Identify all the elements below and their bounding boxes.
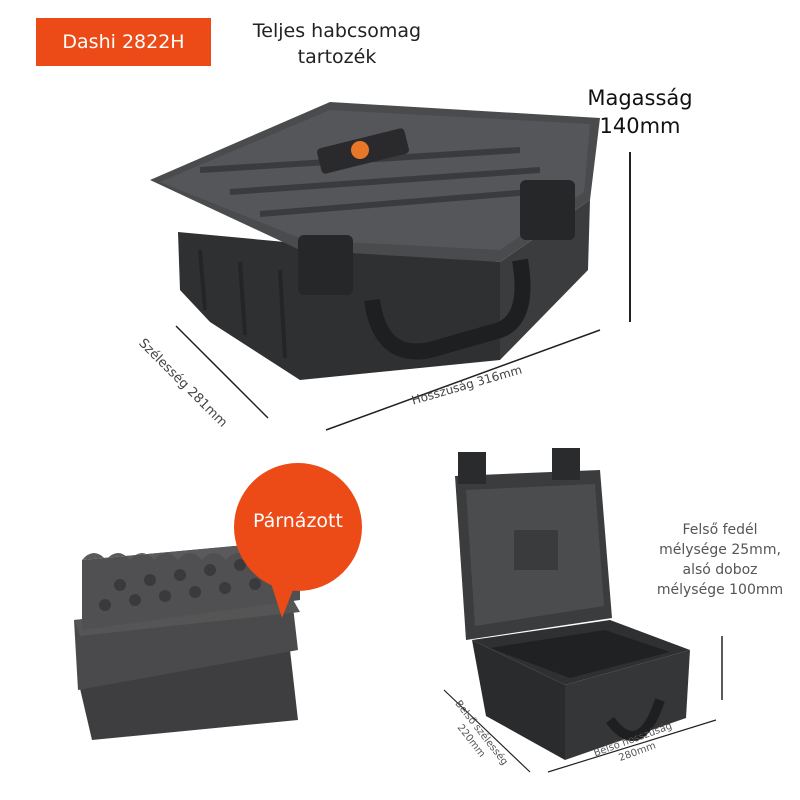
open-case-image [455,448,690,760]
depth-line4: mélysége 100mm [656,582,784,598]
foam-included-title: Teljes habcsomag tartozék [232,18,442,70]
closed-case-image [150,102,600,380]
inner-length-line [547,719,717,773]
foam-title-line2: tartozék [297,46,377,68]
height-label: Magasság 140mm [570,84,710,140]
model-badge: Dashi 2822H [36,18,211,66]
height-label-value: 140mm [599,114,681,138]
depth-line2: mélysége 25mm, [659,542,781,558]
height-label-title: Magasság [587,86,693,110]
foam-title-line1: Teljes habcsomag [252,20,422,42]
length-dimension-line [325,329,601,431]
depth-line3: alsó doboz [682,562,758,578]
padded-callout-bubble [234,463,362,618]
model-badge-label: Dashi 2822H [62,31,185,53]
depth-line1: Felső fedél [682,522,758,538]
lid-base-depth-label: Felső fedél mélysége 25mm, alsó doboz mé… [640,520,800,600]
padded-callout-label: Párnázott [253,510,343,532]
width-dimension-line [175,325,269,419]
inner-width-line [443,689,531,773]
